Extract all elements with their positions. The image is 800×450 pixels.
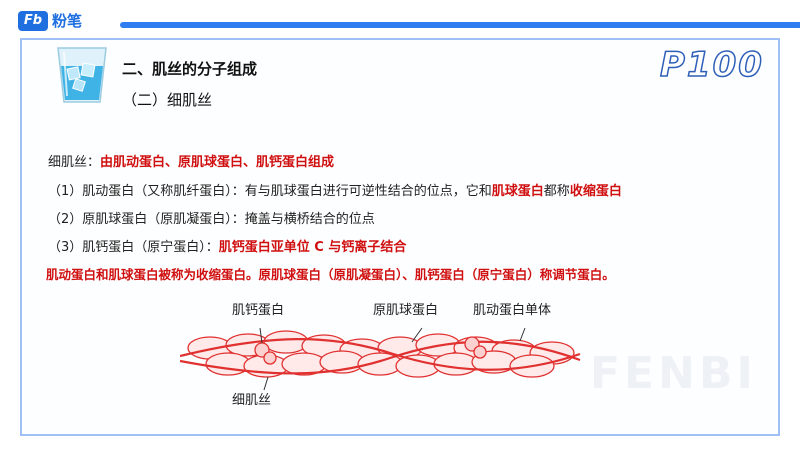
- label-troponin: 肌钙蛋白: [232, 302, 284, 318]
- label-thin-filament: 细肌丝: [232, 393, 271, 408]
- section-subtitle: （二）细肌丝: [122, 91, 213, 109]
- line-5-highlight: 肌动蛋白和肌球蛋白被称为收缩蛋白。原肌球蛋白（原肌凝蛋白）、肌钙蛋白（原宁蛋白）…: [46, 267, 615, 282]
- label-tropomyosin: 原肌球蛋白: [373, 302, 438, 318]
- text-line-5: 肌动蛋白和肌球蛋白被称为收缩蛋白。原肌球蛋白（原肌凝蛋白）、肌钙蛋白（原宁蛋白）…: [46, 264, 615, 283]
- header-accent-line: [120, 22, 800, 28]
- line-1-highlight: 由肌动蛋白、原肌球蛋白、肌钙蛋白组成: [100, 155, 335, 170]
- text-line-3: （2）原肌球蛋白（原肌凝蛋白）：掩盖与横桥结合的位点: [48, 208, 375, 227]
- label-actin-monomer: 肌动蛋白单体: [473, 302, 551, 318]
- line-3-text: （2）原肌球蛋白（原肌凝蛋白）：掩盖与横桥结合的位点: [48, 212, 375, 227]
- line-1-prefix: 细肌丝：: [48, 155, 101, 170]
- text-line-1: 细肌丝：由肌动蛋白、原肌球蛋白、肌钙蛋白组成: [48, 151, 334, 170]
- line-4-text: （3）肌钙蛋白（原宁蛋白）：: [48, 240, 219, 255]
- top-bar: Fb 粉笔: [0, 0, 800, 40]
- logo-text: 粉笔: [52, 12, 83, 30]
- text-line-4: （3）肌钙蛋白（原宁蛋白）：肌钙蛋白亚单位 C 与钙离子结合: [48, 236, 406, 255]
- line-2-highlight-1: 肌球蛋白: [491, 184, 544, 199]
- page-number: P100: [659, 44, 764, 86]
- thin-filament-diagram: 肌钙蛋白 原肌球蛋白 肌动蛋白单体 细肌丝: [180, 302, 581, 408]
- brand-logo: Fb 粉笔: [18, 10, 82, 31]
- line-2-highlight-2: 收缩蛋白: [569, 184, 622, 199]
- line-4-highlight: 肌钙蛋白亚单位 C 与钙离子结合: [218, 240, 407, 255]
- logo-mark: Fb: [18, 10, 48, 31]
- line-2-text-1: （1）肌动蛋白（又称肌纤蛋白）：有与肌球蛋白进行可逆性结合的位点，它和: [48, 184, 492, 199]
- line-2-text-2: 都称: [543, 184, 570, 199]
- section-title: 二、肌丝的分子组成: [122, 60, 258, 78]
- water-glass-icon: [57, 47, 107, 103]
- watermark: FENBI: [590, 348, 757, 399]
- text-line-2: （1）肌动蛋白（又称肌纤蛋白）：有与肌球蛋白进行可逆性结合的位点，它和肌球蛋白都…: [48, 180, 622, 199]
